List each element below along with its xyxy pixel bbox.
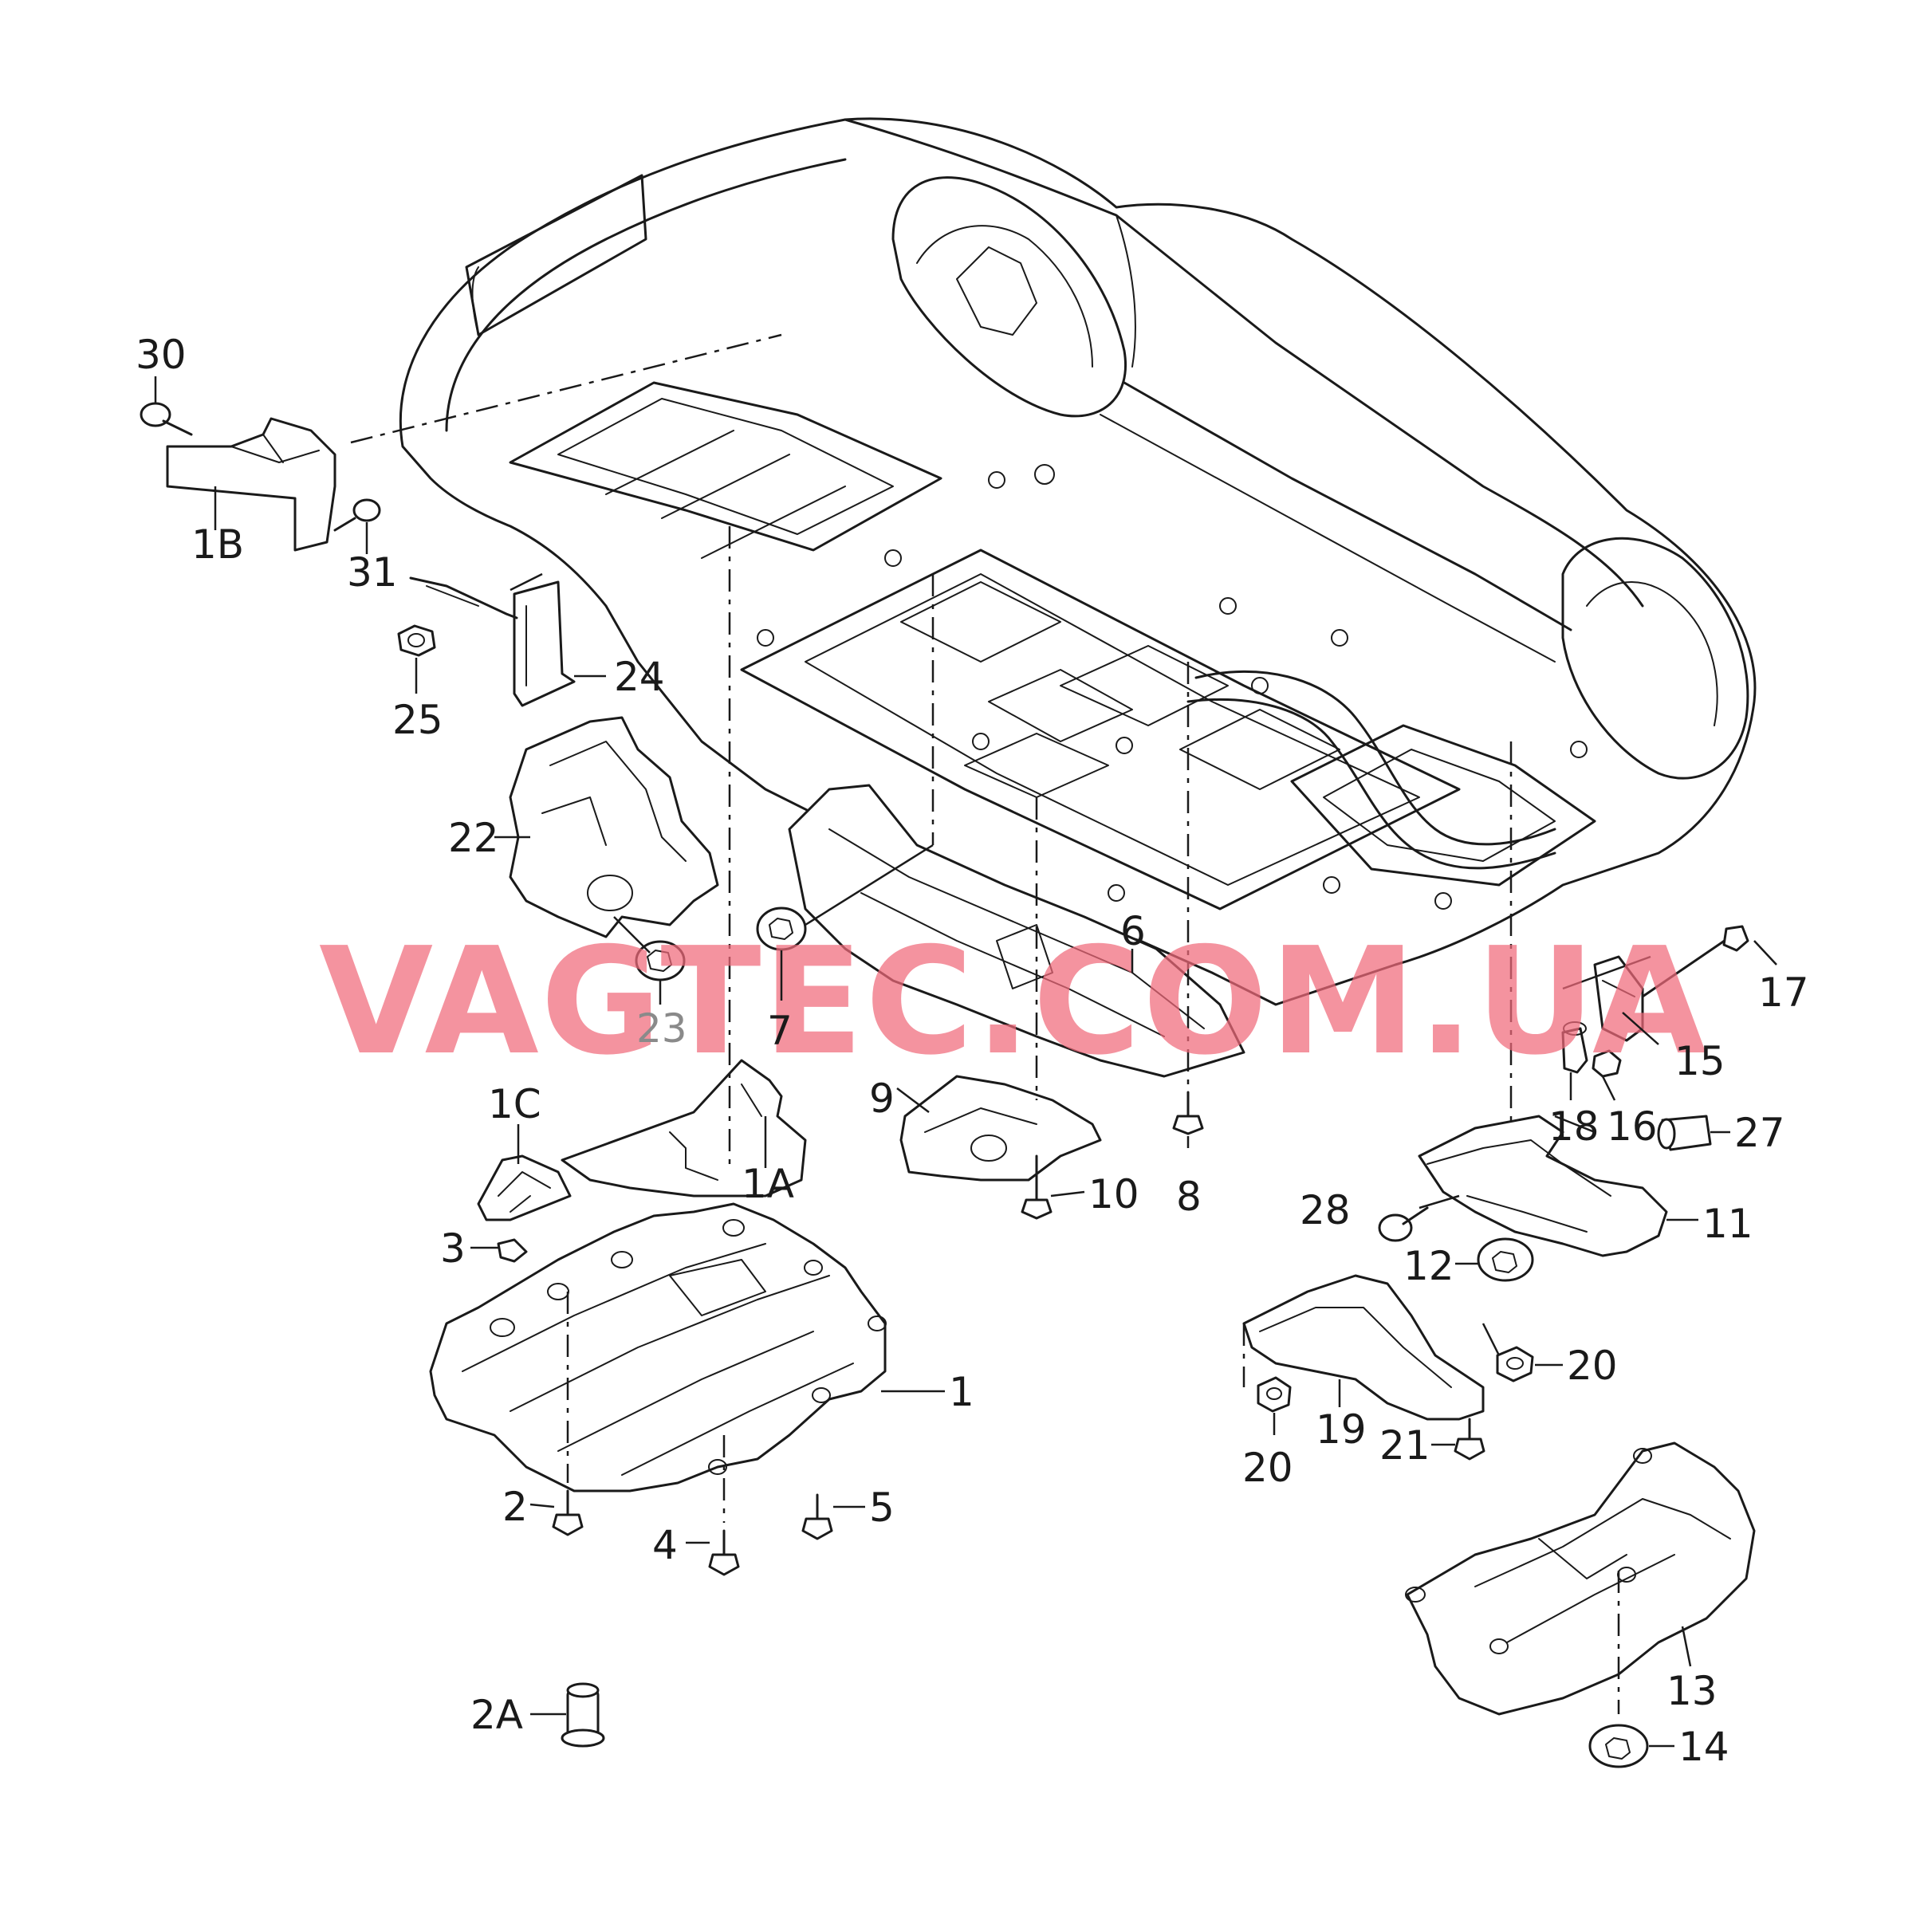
clip-18 [1561, 1021, 1588, 1074]
callout-17: 17 [1758, 969, 1809, 1016]
callout-9: 9 [869, 1076, 895, 1122]
screw-5 [801, 1493, 833, 1540]
callout-20-upper: 20 [1567, 1343, 1618, 1389]
callout-6: 6 [1120, 908, 1146, 954]
bolt-28 [1378, 1206, 1429, 1242]
nut-7 [756, 907, 807, 951]
callout-7: 7 [767, 1008, 793, 1054]
bolt-21 [1454, 1418, 1485, 1461]
nut-20-lower [1257, 1376, 1292, 1413]
callout-labels: 30 1B 31 25 24 22 23 7 6 9 10 8 1C 1A 3 … [136, 332, 1809, 1770]
part-24-bracket [409, 576, 576, 707]
callout-1: 1 [949, 1369, 974, 1415]
callout-1b: 1B [191, 521, 244, 568]
callout-28: 28 [1300, 1187, 1351, 1233]
screw-2 [552, 1489, 584, 1536]
clip-3 [497, 1238, 528, 1263]
callout-10: 10 [1088, 1171, 1139, 1217]
callout-24: 24 [614, 654, 665, 700]
bolt-17 [1641, 925, 1749, 998]
callout-22: 22 [448, 815, 499, 861]
bolt-31 [333, 498, 381, 532]
part-1a-panel [561, 1059, 807, 1198]
callout-19: 19 [1316, 1406, 1367, 1453]
callout-16: 16 [1607, 1103, 1658, 1150]
callout-20-lower: 20 [1242, 1445, 1293, 1491]
callout-leaders [154, 376, 1777, 1748]
callout-2a: 2A [470, 1692, 523, 1738]
assembly-lines [350, 333, 1651, 1714]
callout-1c: 1C [488, 1081, 541, 1127]
clip-27 [1657, 1115, 1712, 1151]
screw-4 [708, 1529, 740, 1576]
nut-25 [397, 624, 436, 657]
callout-3: 3 [440, 1225, 466, 1272]
callout-13: 13 [1666, 1668, 1718, 1714]
part-6-underbody-trim [788, 784, 1245, 1078]
part-1c-bracket [477, 1154, 572, 1221]
callout-1a: 1A [742, 1161, 794, 1207]
bolt-30 [140, 402, 193, 436]
callout-4: 4 [652, 1522, 678, 1568]
part-11-heat-shield [1418, 1115, 1668, 1257]
callout-2: 2 [502, 1484, 528, 1530]
part-13-undertray [1405, 1441, 1756, 1716]
callout-15: 15 [1674, 1038, 1725, 1084]
nut-20-upper [1496, 1346, 1534, 1382]
callout-31: 31 [347, 549, 398, 596]
part-1-engine-undertray [429, 1202, 887, 1492]
part-1b-bracket [166, 417, 336, 552]
part-19-heat-shield [1242, 1274, 1485, 1421]
nut-14 [1588, 1724, 1649, 1768]
watermark: VAGTEC.COM.UA [319, 915, 1708, 1087]
callout-21: 21 [1379, 1422, 1430, 1469]
vehicle-underbody [399, 117, 1757, 1006]
callout-14: 14 [1678, 1724, 1729, 1770]
callout-18: 18 [1548, 1103, 1600, 1150]
bolt-10 [1021, 1154, 1053, 1220]
callout-27: 27 [1734, 1110, 1785, 1156]
callout-5: 5 [869, 1485, 895, 1531]
bolt-8 [1172, 1091, 1204, 1135]
callout-25: 25 [392, 697, 443, 743]
callout-8: 8 [1176, 1174, 1202, 1220]
callout-23: 23 [636, 1005, 687, 1052]
nut-16 [1592, 1049, 1622, 1078]
part-22-heat-shield [509, 716, 719, 938]
callout-12: 12 [1403, 1243, 1454, 1289]
callout-30: 30 [136, 332, 187, 378]
callout-11: 11 [1702, 1201, 1753, 1247]
nut-12 [1477, 1237, 1534, 1282]
part-9-heat-shield [899, 1075, 1102, 1182]
expanding-nut-2a [561, 1682, 605, 1748]
